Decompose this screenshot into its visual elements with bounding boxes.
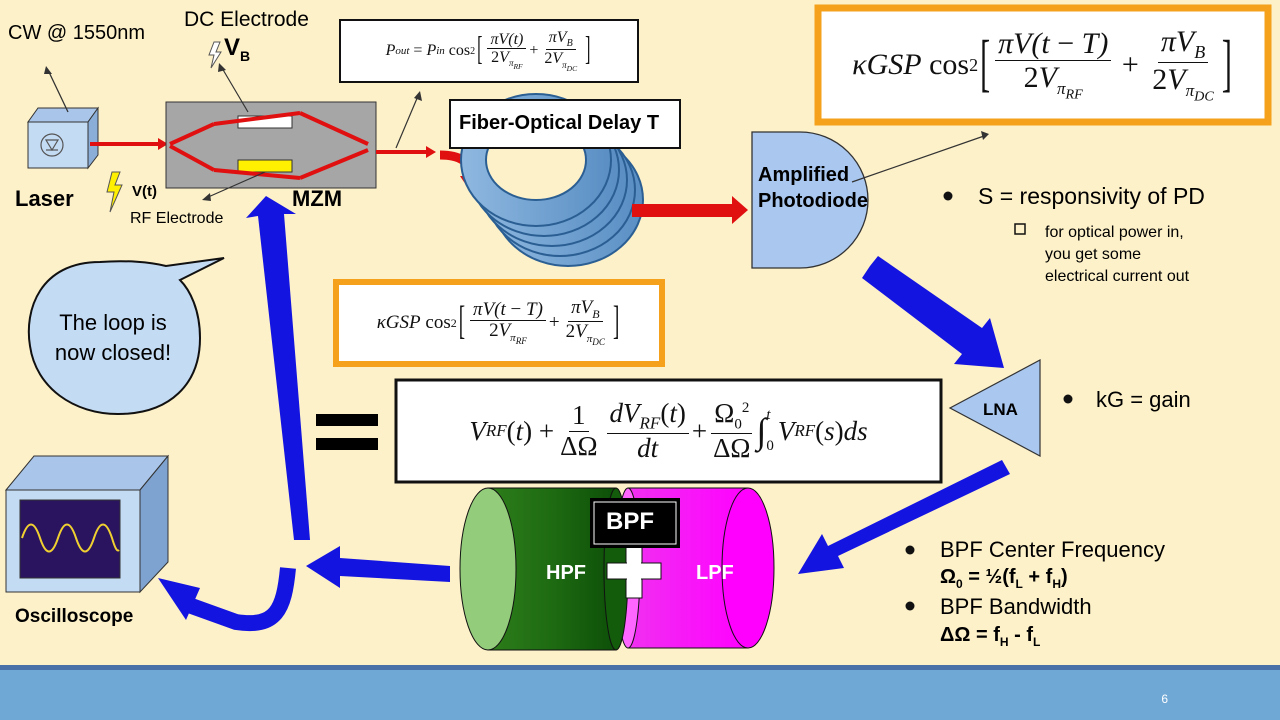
delay-label-box bbox=[449, 99, 681, 149]
lpf-label: LPF bbox=[696, 562, 734, 584]
vt-label: V(t) bbox=[132, 183, 157, 200]
dc-electrode-label: DC Electrode bbox=[184, 8, 309, 31]
hpf-label: HPF bbox=[546, 562, 586, 584]
vb-lightning-icon bbox=[208, 41, 222, 69]
oscilloscope-icon bbox=[4, 454, 170, 594]
laser-icon bbox=[27, 106, 99, 170]
equals-sign bbox=[316, 414, 378, 426]
page-number: 6 bbox=[1161, 692, 1168, 706]
vb-label: VB bbox=[224, 34, 251, 64]
laser-label: Laser bbox=[15, 186, 74, 211]
photodiode-label: Amplified Photodiode bbox=[758, 164, 868, 212]
bandwidth-formula: ΔΩ = fH - fL bbox=[940, 624, 1041, 649]
delay-label: Fiber-Optical Delay T bbox=[459, 112, 660, 134]
lna-triangle bbox=[948, 359, 1041, 457]
bullet-center-frequency: BPF Center Frequency bbox=[940, 537, 1165, 562]
bpf-label: BPF bbox=[606, 508, 654, 535]
center-frequency-formula: Ω0 = ½(fL + fH) bbox=[940, 566, 1068, 591]
to-oscilloscope-arrow bbox=[158, 567, 296, 632]
speech-bubble bbox=[27, 257, 225, 416]
cw-pointer bbox=[47, 69, 69, 113]
pd-to-lna-arrow bbox=[862, 256, 1004, 368]
mzm-label: MZM bbox=[292, 186, 343, 211]
rf-electrode-label: RF Electrode bbox=[130, 210, 224, 227]
cw-label: CW @ 1550nm bbox=[8, 22, 146, 44]
bpf-cylinders bbox=[459, 487, 775, 651]
photodiode-shape bbox=[751, 131, 869, 269]
bpf-to-split-arrow bbox=[306, 546, 450, 588]
oscilloscope-label: Oscilloscope bbox=[15, 606, 134, 627]
lna-to-bpf-arrow bbox=[798, 460, 1010, 574]
bullet-bandwidth: BPF Bandwidth bbox=[940, 594, 1092, 619]
bullet-responsivity-sub: for optical power in, you get some elect… bbox=[1045, 224, 1190, 285]
bubble-text: The loop is now closed! bbox=[54, 310, 172, 365]
slide-footer: 6 bbox=[0, 665, 1280, 720]
bullet-gain: kG = gain bbox=[1096, 387, 1191, 412]
vt-lightning-icon bbox=[106, 171, 123, 213]
spool-to-pd-arrow bbox=[632, 204, 734, 217]
mzm-icon bbox=[165, 101, 377, 189]
bullet-responsivity: S = responsivity of PD bbox=[978, 183, 1205, 209]
feedback-up-arrow bbox=[246, 196, 310, 540]
lna-label: LNA bbox=[983, 400, 1018, 419]
